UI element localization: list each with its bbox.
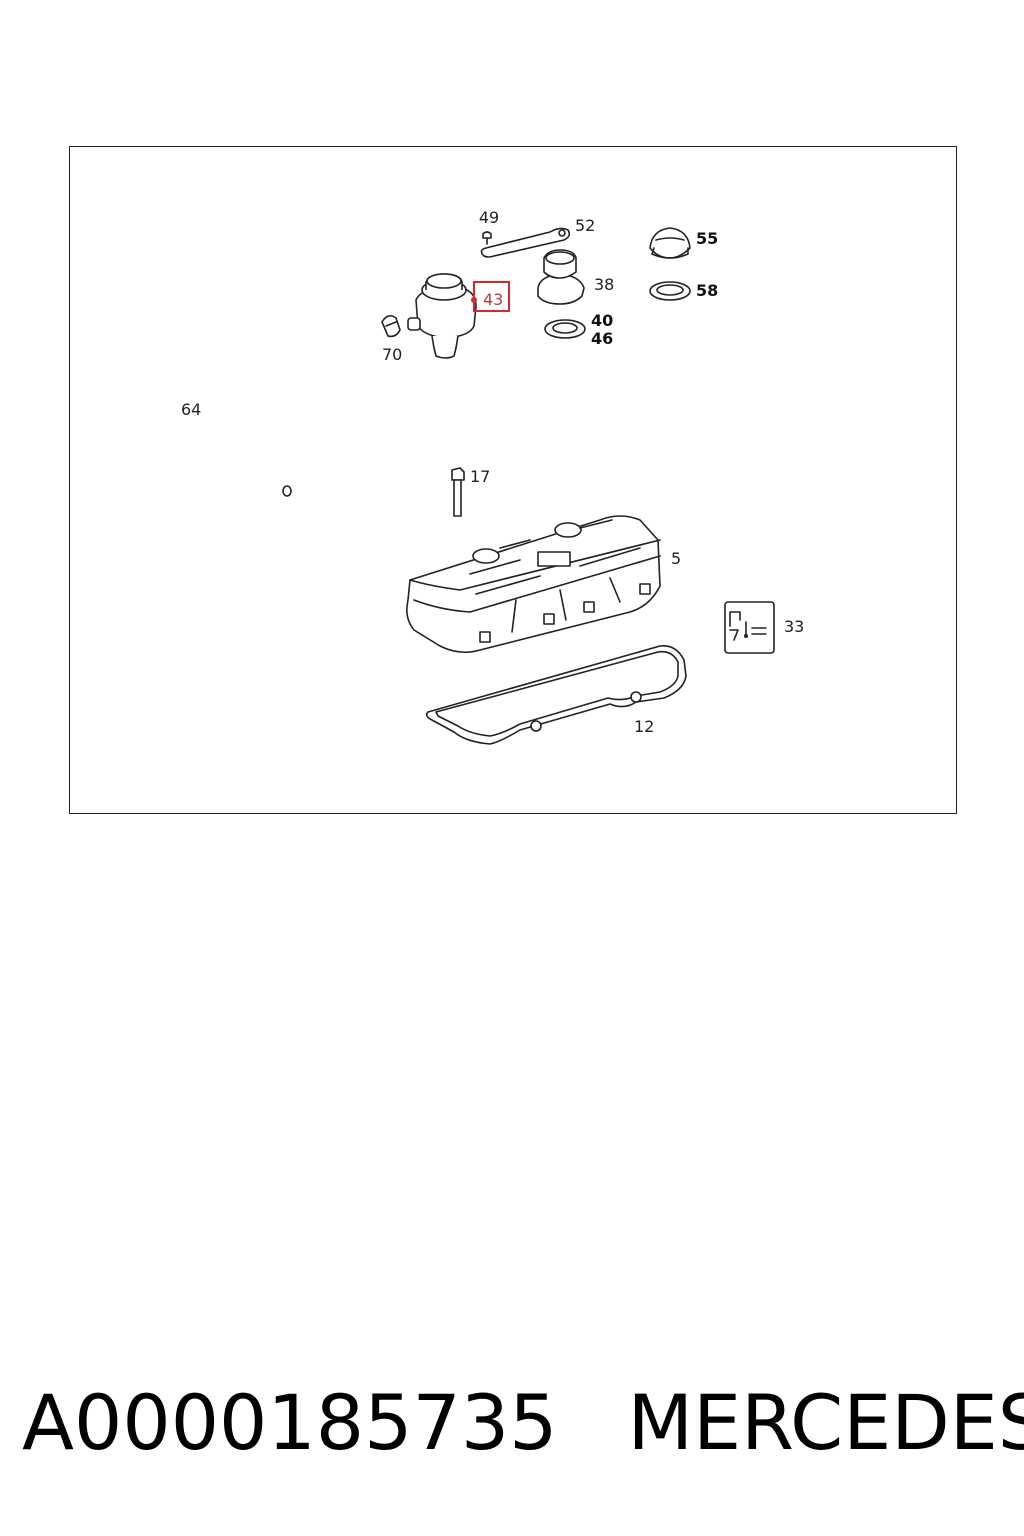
callout-55: 55 [696,229,718,248]
diagram-frame [69,146,957,814]
part-number: A0000185735 [22,1377,558,1467]
caption: A0000185735 MERCEDES [22,1372,1024,1472]
callout-12: 12 [634,717,654,736]
callout-38: 38 [594,275,614,294]
gasket-part-12 [425,644,687,745]
breather-valve-part-43 [407,273,477,359]
filler-neck-part-38 [537,249,585,305]
highlighted-callout-43[interactable]: 43 [473,281,510,312]
clamp-part-70 [381,314,401,338]
callout-5: 5 [671,549,681,568]
screw-part-49 [482,231,492,245]
callout-43: 43 [483,290,503,309]
hose-part-64 [208,332,358,497]
gasket-part-58 [649,281,691,301]
label-sticker-part-33 [724,601,775,654]
strap-part-52 [480,227,571,258]
callout-40: 40 [591,311,613,330]
callout-33: 33 [784,617,804,636]
callout-64: 64 [181,400,201,419]
brand-name: MERCEDES [627,1377,1024,1467]
callout-49: 49 [479,208,499,227]
callout-52: 52 [575,216,595,235]
seal-ring-part-40 [544,319,586,339]
cap-part-55 [649,227,691,259]
valve-cover-part-5 [406,515,661,654]
bolt-part-17 [451,467,465,517]
callout-46: 46 [591,329,613,348]
callout-58: 58 [696,281,718,300]
callout-70: 70 [382,345,402,364]
callout-17: 17 [470,467,490,486]
